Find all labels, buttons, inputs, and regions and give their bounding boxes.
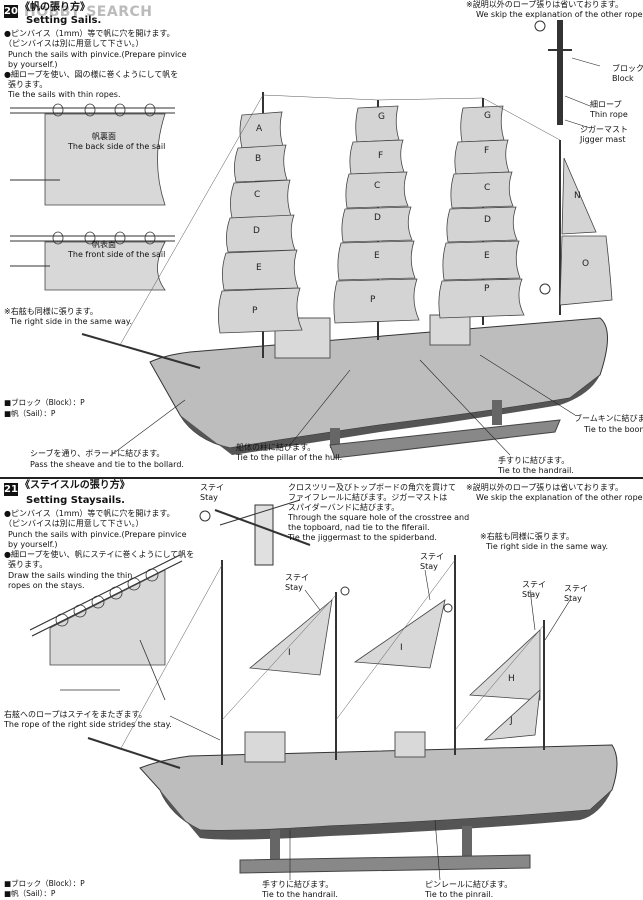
step-20-instr2-jp-b: 張ります。 [8, 80, 48, 89]
sail-letter: E [256, 263, 262, 273]
step-21-instr1-en-b: by yourself.) [8, 540, 58, 549]
sheave-label-jp: シーブを通り、ボラードに結びます。 [30, 449, 165, 458]
stay-label-inset-en: Stay [200, 493, 218, 502]
sail-letter: G [378, 112, 385, 122]
step-20-legend-block: ■ブロック（Block）：P [4, 398, 85, 407]
stay-label-3-jp: ステイ [522, 580, 546, 589]
sail-letter: C [374, 181, 380, 191]
sail-letter: I [400, 643, 403, 653]
step-20-instr1-en-a: Punch the sails with pinvice.(Prepare pi… [8, 50, 187, 59]
strides-label-jp: 右舷へのロープはステイをまたぎます。 [4, 710, 147, 719]
handrail-label-jp: 手すりに結びます。 [498, 456, 570, 465]
step-21-title-jp: 《ステイスルの張り方》 [20, 480, 130, 491]
crosstree-instr-jp-b: ファイフレールに結びます。ジガーマストは [288, 493, 448, 502]
thin-rope-label-jp: 細ロープ [590, 100, 622, 109]
sail-letter: G [484, 111, 491, 121]
crosstree-instr-en-b: the topboard, nad tie to the fiferail. [288, 523, 430, 532]
sail-letter: B [255, 154, 261, 164]
step-20-instr1-jp-b: （ピンバイスは別に用意して下さい。） [4, 39, 144, 48]
sail-letter: F [484, 146, 489, 156]
section-divider [0, 477, 643, 479]
front-side-label-en: The front side of the sail [68, 250, 166, 259]
pinrail-label-en: Tie to the pinrail. [425, 890, 494, 899]
pinrail-label-jp: ピンレールに結びます。 [425, 880, 513, 889]
jigger-mast-label-en: Jigger mast [580, 135, 626, 144]
sail-letter: D [484, 215, 491, 225]
stay-label-4-jp: ステイ [564, 584, 588, 593]
sail-letter: F [378, 151, 383, 161]
step-20-title-jp: 《帆の張り方》 [20, 2, 90, 13]
sail-letter: O [582, 259, 589, 269]
crosstree-instr-jp-c: スパイダーバンドに結びます。 [288, 503, 400, 512]
back-side-label-jp: 帆裏面 [92, 132, 116, 141]
stay-label-3-en: Stay [522, 590, 540, 599]
boomkin-label-en: Tie to the boomkin. [584, 425, 643, 434]
step-21-skip-jp: ※説明以外のロープ張りは省いております。 [466, 483, 623, 492]
step-21-handrail-en: Tie to the handrail. [262, 890, 338, 899]
stay-label-4-en: Stay [564, 594, 582, 603]
back-side-label-en: The back side of the sail [68, 142, 166, 151]
step-20-instr2-en: Tie the sails with thin ropes. [8, 90, 121, 99]
step-20-legend-sail: ■帆（Sail）：P [4, 409, 56, 418]
sail-letter: J [509, 716, 513, 726]
block-label-jp: ブロック [612, 64, 643, 73]
front-side-label-jp: 帆表面 [92, 240, 116, 249]
step-21-instr2-en-a: Draw the sails winding the thin [8, 571, 133, 580]
step-21-instr1-en-a: Punch the sails with pinvice.(Prepare pi… [8, 530, 187, 539]
step-21-instr2-jp-b: 張ります。 [8, 560, 48, 569]
thin-rope-label-en: Thin rope [590, 110, 628, 119]
sail-letter: P [484, 284, 490, 294]
step-21-right-side-jp: ※右舷も同様に張ります。 [480, 532, 574, 541]
step-21-right-side-en: Tie right side in the same way. [486, 542, 609, 551]
step-21-legend-sail: ■帆（Sail）：P [4, 889, 56, 898]
step-21-skip-en: We skip the explanation of the other rop… [476, 493, 643, 502]
step-20-skip-jp: ※説明以外のロープ張りは省いております。 [466, 0, 623, 9]
sail-letter: D [253, 226, 260, 236]
crosstree-instr-en-a: Through the square hole of the crosstree… [288, 513, 470, 522]
step-20-instr1-jp-a: ●ピンバイス（1mm）等で帆に穴を開けます。 [4, 29, 175, 38]
sheave-label-en: Pass the sheave and tie to the bollard. [30, 460, 184, 469]
step-21-instr2-jp-a: ●細ロープを使い、帆にステイに巻くようにして帆を [4, 550, 195, 559]
sail-letter: E [484, 251, 490, 261]
step-21-title-en: Setting Staysails. [26, 495, 125, 506]
sail-letter: A [256, 124, 263, 134]
boomkin-label-jp: ブームキンに結びます。 [574, 414, 643, 423]
step-20-skip-en: We skip the explanation of the other rop… [476, 10, 643, 19]
step-20-instr2-jp-a: ●細ロープを使い、図の様に巻くようにして帆を [4, 70, 179, 79]
step-20-instr1-en-b: by yourself.) [8, 60, 58, 69]
step-21-instr2-en-b: ropes on the stays. [8, 581, 85, 590]
step-21-instr1-jp-a: ●ピンバイス（1mm）等で帆に穴を開けます。 [4, 509, 175, 518]
sail-letter: C [484, 183, 490, 193]
step-21-legend-block: ■ブロック（Block）：P [4, 879, 85, 888]
watermark: HOBBY SEARCH [24, 4, 153, 20]
stay-label-2-jp: ステイ [420, 552, 444, 561]
sail-letter: P [370, 295, 376, 305]
sail-letter: I [288, 648, 291, 658]
sail-letter: C [254, 190, 260, 200]
sail-letter: H [508, 674, 515, 684]
step-20-right-side-jp: ※右舷も同様に張ります。 [4, 307, 98, 316]
pillar-label-en: Tie to the pillar of the hull. [236, 453, 343, 462]
step-20-number: 20 [4, 5, 18, 18]
sail-letter: P [252, 306, 258, 316]
sail-letter: D [374, 213, 381, 223]
step-21-number: 21 [4, 483, 18, 496]
handrail-label-en: Tie to the handrail. [498, 466, 574, 475]
stay-label-1-jp: ステイ [285, 573, 309, 582]
step-20-title-en: Setting Sails. [26, 15, 102, 26]
strides-label-en: The rope of the right side strides the s… [4, 720, 172, 729]
sail-letter: E [374, 251, 380, 261]
step-21-instr1-jp-b: （ピンバイスは別に用意して下さい。） [4, 519, 144, 528]
jigger-mast-label-jp: ジガーマスト [580, 125, 628, 134]
stay-label-1-en: Stay [285, 583, 303, 592]
stay-label-inset-jp: ステイ [200, 483, 224, 492]
crosstree-instr-en-c: Tie the jiggermast to the spiderband. [288, 533, 437, 542]
block-label-en: Block [612, 74, 634, 83]
step-21-handrail-jp: 手すりに結びます。 [262, 880, 334, 889]
step-20-right-side-en: Tie right side in the same way. [10, 317, 133, 326]
sail-letter: N [574, 191, 581, 201]
pillar-label-jp: 船体の柱に結びます。 [236, 443, 316, 452]
stay-label-2-en: Stay [420, 562, 438, 571]
crosstree-instr-jp-a: クロスツリー及びトップボードの角穴を貫けて [288, 483, 456, 492]
